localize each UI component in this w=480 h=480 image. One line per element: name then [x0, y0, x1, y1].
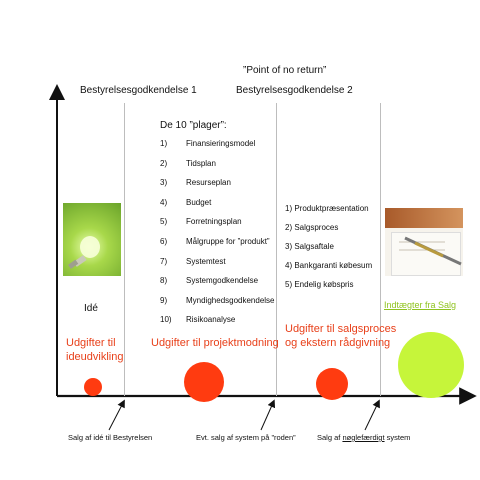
- plager-list: 1) Finansieringsmodel 2) Tidsplan 3) Resursep…: [160, 134, 275, 330]
- cost-projektmodning: Udgifter til projektmodning: [151, 337, 279, 349]
- plager-title: De 10 ”plager”:: [160, 120, 227, 131]
- plager-item-num: 10): [160, 315, 172, 325]
- circle-salgsproces: [316, 368, 348, 400]
- lightbulb-icon: [63, 203, 121, 276]
- sale3-suffix: system: [384, 433, 411, 442]
- plager-item-num: 4): [160, 197, 168, 207]
- plager-item: 4) Budget: [160, 193, 275, 213]
- sale3-key: nøglefærdigt: [342, 433, 385, 442]
- plager-item-label: Systemgodkendelse: [186, 276, 259, 286]
- plager-item: 2) Tidsplan: [160, 154, 275, 174]
- plager-item: 7) Systemtest: [160, 252, 275, 272]
- cost-salgsproces: Udgifter til salgsproces og ekstern rådg…: [285, 322, 396, 350]
- plager-item-label: Finansieringsmodel: [186, 139, 256, 148]
- sales-item: 2) Salgsproces: [285, 223, 339, 232]
- arrow-sale1: [108, 399, 125, 431]
- plager-item-num: 9): [160, 295, 168, 305]
- sale3-label: Salg af nøglefærdigt system: [317, 433, 410, 442]
- plager-item: 8) Systemgodkendelse: [160, 271, 275, 291]
- sales-item: 5) Endelig købspris: [285, 280, 354, 289]
- plager-item-label: Tidsplan: [186, 158, 216, 168]
- plager-item-num: 6): [160, 236, 168, 246]
- sale3-prefix: Salg af: [317, 433, 343, 442]
- plager-item-num: 8): [160, 276, 168, 286]
- cost-ideudvikling-line2: ideudvikling: [66, 351, 124, 363]
- plager-item-num: 7): [160, 256, 168, 266]
- cheque-pen-icon: [385, 208, 463, 276]
- plager-item: 6) Målgruppe for ”produkt”: [160, 232, 275, 252]
- plager-item-num: 5): [160, 217, 168, 227]
- sales-item: 3) Salgsaftale: [285, 242, 334, 251]
- sales-item: 4) Bankgaranti købesum: [285, 261, 373, 270]
- cost-ideudvikling-line1: Udgifter til: [66, 337, 116, 349]
- arrow-sale2: [260, 399, 276, 431]
- plager-item: 9) Myndighedsgodkendelse: [160, 291, 275, 311]
- arrow-sale3: [364, 399, 380, 431]
- plager-item-label: Systemtest: [186, 256, 226, 266]
- divider-gate1: [124, 103, 125, 396]
- plager-item-label: Målgruppe for ”produkt”: [186, 236, 270, 246]
- plager-item: 3) Resurseplan: [160, 173, 275, 193]
- plager-item-label: Resurseplan: [186, 178, 231, 188]
- sale1-label: Salg af idé til Bestyrelsen: [68, 433, 153, 442]
- ide-label: Idé: [84, 303, 98, 314]
- circle-ideudvikling: [84, 378, 102, 396]
- income-label: Indtægter fra Salg: [384, 300, 457, 310]
- plager-item-label: Risikoanalyse: [186, 315, 236, 325]
- plager-item-num: 3): [160, 178, 168, 188]
- sales-item: 1) Produktpræsentation: [285, 204, 369, 213]
- divider-income: [380, 103, 381, 396]
- gate2-label: Bestyrelsesgodkendelse 2: [236, 85, 353, 96]
- cost-salgsproces-line1: Udgifter til salgsproces: [285, 323, 397, 335]
- plager-item: 10) Risikoanalyse: [160, 310, 275, 330]
- cost-ideudvikling: Udgifter til ideudvikling: [66, 336, 123, 364]
- plager-item: 5) Forretningsplan: [160, 212, 275, 232]
- divider-gate2: [276, 103, 277, 396]
- plager-item-num: 1): [160, 139, 168, 148]
- plager-item-label: Budget: [186, 197, 212, 207]
- gate1-label: Bestyrelsesgodkendelse 1: [80, 85, 197, 96]
- circle-projektmodning: [184, 362, 224, 402]
- cost-salgsproces-line2: og ekstern rådgivning: [285, 337, 391, 349]
- plager-item: 1) Finansieringsmodel: [160, 134, 275, 154]
- plager-item-label: Forretningsplan: [186, 217, 242, 227]
- circle-indtaegter: [398, 332, 464, 398]
- plager-item-num: 2): [160, 158, 168, 168]
- point-of-no-return: ”Point of no return”: [243, 65, 327, 76]
- plager-item-label: Myndighedsgodkendelse: [186, 295, 275, 305]
- sale2-label: Evt. salg af system på ”roden”: [196, 433, 296, 442]
- sales-list: 1) Produktpræsentation 2) Salgsproces 3) S…: [285, 199, 372, 294]
